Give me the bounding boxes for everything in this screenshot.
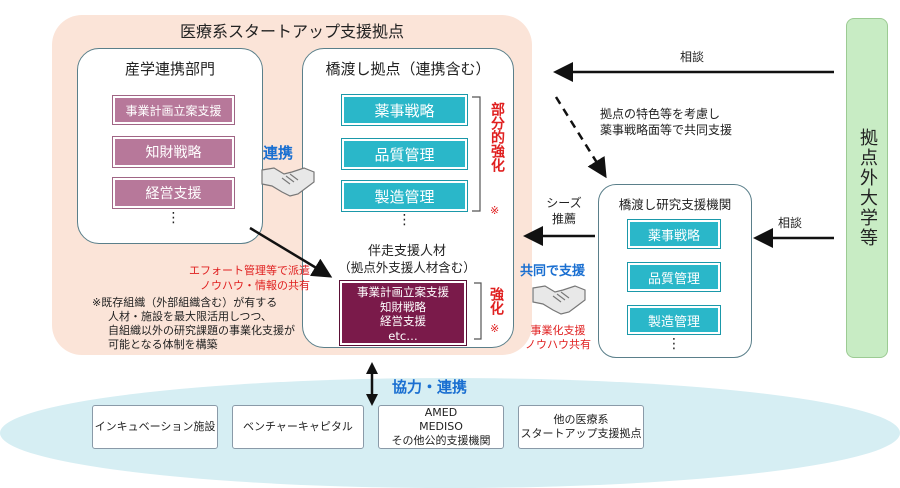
seeds-line1: シーズ xyxy=(546,196,582,210)
note-line2: 人材・施設を最大限活用しつつ、 xyxy=(108,310,272,323)
arrow-cooperation-down-head xyxy=(366,394,378,406)
partner-public-line2: MEDISO xyxy=(419,420,463,433)
arrow-dispatch xyxy=(249,226,333,278)
partner-vc-label: ベンチャーキャピタル xyxy=(243,420,353,433)
research-item-regulatory: 薬事戦略 xyxy=(628,220,720,248)
external-university-bar: 拠点外大学等 xyxy=(846,18,888,358)
hashiwatashi-item-regulatory: 薬事戦略 xyxy=(342,95,467,125)
kyoudou-label: 共同で支援 xyxy=(520,264,586,279)
arrows-layer xyxy=(249,62,834,406)
hashiwatashi-item-manufacturing: 製造管理 xyxy=(342,181,467,211)
partner-incubation: インキュベーション施設 xyxy=(92,405,218,449)
partner-public: AMED MEDISO その他公的支援機関 xyxy=(378,405,504,449)
knowhow-line1: 事業化支援 xyxy=(530,324,586,337)
arrow-consider-dashed xyxy=(554,96,607,179)
note-line3: 自組織以外の研究課題の事業化支援が xyxy=(108,324,295,337)
hashiwatashi-title: 橋渡し拠点（連携含む） xyxy=(325,60,491,78)
partner-incubation-label: インキュベーション施設 xyxy=(94,420,216,433)
research-more-dots: ⋮ xyxy=(667,336,681,352)
effort-line2: ノウハウ・情報の共有 xyxy=(200,279,310,292)
partner-public-line3: その他公的支援機関 xyxy=(391,434,491,447)
sangaku-title: 産学連携部門 xyxy=(124,60,215,78)
soudan-mid-label: 相談 xyxy=(778,216,803,230)
external-university-label: 拠点外大学等 xyxy=(857,128,878,248)
hub-title: 医療系スタートアップ支援拠点 xyxy=(179,22,404,41)
kyouryoku-label: 協力・連携 xyxy=(392,378,468,396)
partner-other-hubs-line2: スタートアップ支援拠点 xyxy=(520,427,642,440)
kyouka-note-mark: ※ xyxy=(490,322,500,335)
hashiwatashi-item-quality: 品質管理 xyxy=(342,139,467,169)
consider-line1: 拠点の特色等を考慮し xyxy=(600,107,721,121)
consider-line2: 薬事戦略面等で共同支援 xyxy=(600,123,733,137)
hashiwatashi-more-dots: ⋮ xyxy=(397,212,412,228)
sangaku-item-business-plan: 事業計画立案支援 xyxy=(113,96,234,124)
partner-other-hubs-line1: 他の医療系 xyxy=(553,413,609,426)
bansou-item-ip-strategy: 知財戦略 xyxy=(380,299,426,314)
partial-bracket xyxy=(472,96,481,212)
sangaku-item-ip-strategy: 知財戦略 xyxy=(113,137,234,167)
kyouka-label: 強化 xyxy=(488,287,504,315)
research-title: 橋渡し研究支援機関 xyxy=(618,197,732,212)
note-line1: ※既存組織（外部組織含む）が有する xyxy=(92,296,278,309)
research-item-quality: 品質管理 xyxy=(628,263,720,291)
partner-public-line1: AMED xyxy=(424,406,458,419)
bansou-item-etc: etc… xyxy=(388,328,418,343)
sangaku-item-management: 経営支援 xyxy=(113,178,234,208)
kyouka-bracket xyxy=(474,282,482,340)
renkei-label: 連携 xyxy=(263,144,294,162)
partner-vc: ベンチャーキャピタル xyxy=(232,405,364,449)
bansou-item-management: 経営支援 xyxy=(380,314,426,328)
partner-other-hubs: 他の医療系 スタートアップ支援拠点 xyxy=(518,405,644,449)
effort-line1: エフォート管理等で派遣 xyxy=(189,264,310,277)
note-line4: 可能となる体制を構築 xyxy=(108,338,218,351)
sangaku-more-dots: ⋮ xyxy=(166,210,181,226)
handshake-icon xyxy=(261,167,315,197)
arrow-cooperation-up-head xyxy=(366,362,378,374)
bansou-item-business-plan: 事業計画立案支援 xyxy=(357,285,449,299)
partial-strengthen-label: 部分的強化 xyxy=(489,102,505,172)
bansou-box: 事業計画立案支援 知財戦略 経営支援 etc… xyxy=(340,281,466,345)
seeds-line2: 推薦 xyxy=(551,212,576,226)
bansou-title-line2: （拠点外支援人材含む） xyxy=(338,260,476,275)
research-item-manufacturing: 製造管理 xyxy=(628,306,720,334)
knowhow-line2: ノウハウ共有 xyxy=(525,338,591,351)
partial-note-mark: ※ xyxy=(490,204,500,217)
bansou-title-line1: 伴走支援人材 xyxy=(367,244,446,259)
handshake-icon-2 xyxy=(532,285,586,315)
soudan-top-label: 相談 xyxy=(680,50,705,64)
